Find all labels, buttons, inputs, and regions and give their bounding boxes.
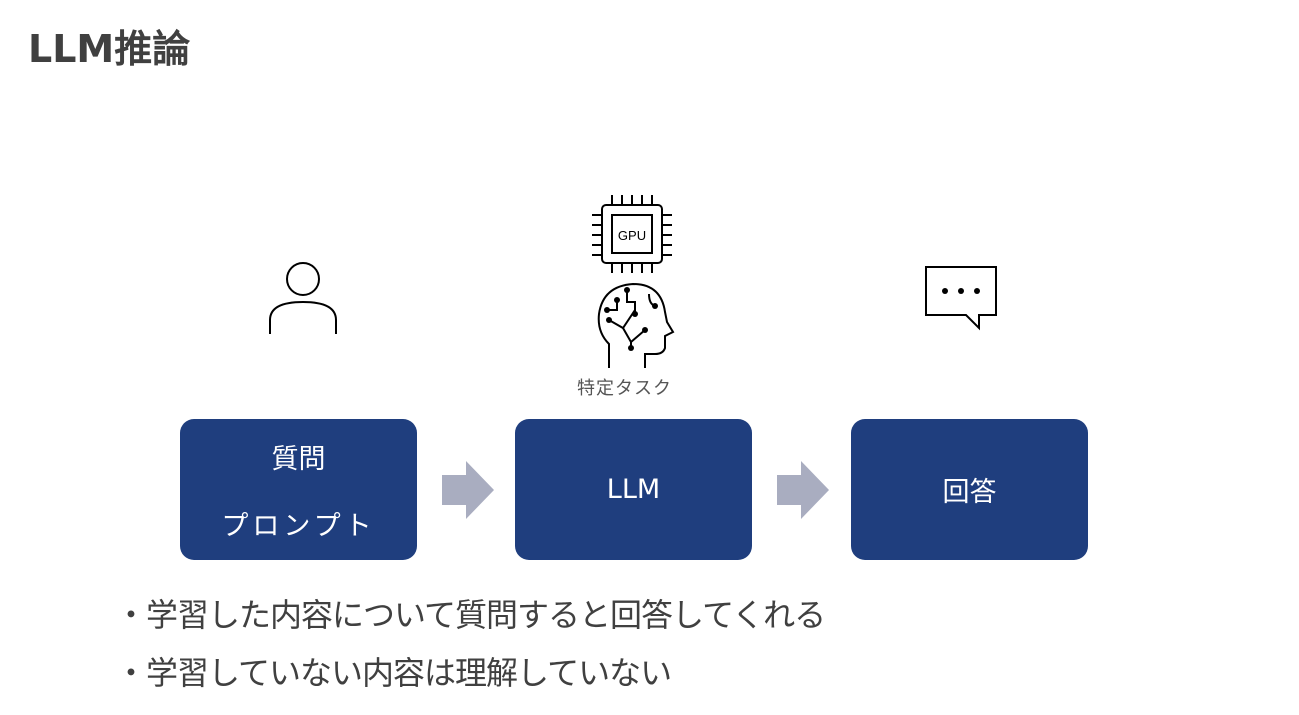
user-icon [269,262,337,334]
ai-head-icon [597,282,675,368]
box-label-answer: 回答 [942,477,997,508]
llm-box: LLM [515,419,752,560]
arrow-right-icon [442,461,494,519]
bullet-item: ・学習した内容について質問すると回答してくれる [115,596,826,634]
bullet-item: ・学習していない内容は理解していない [115,654,672,692]
gpu-label: GPU [618,228,646,243]
llm-caption: 特定タスク [577,378,672,399]
box-label-llm: LLM [606,474,661,505]
box-label-prompt: プロンプト [221,510,376,542]
question-prompt-box: 質問 プロンプト [180,419,417,560]
slide-title: LLM推論 [28,27,191,71]
answer-box: 回答 [851,419,1088,560]
box-label-question: 質問 [271,443,326,475]
gpu-chip-icon: GPU [592,195,672,273]
arrow-right-icon [777,461,829,519]
chat-bubble-icon [925,266,997,331]
